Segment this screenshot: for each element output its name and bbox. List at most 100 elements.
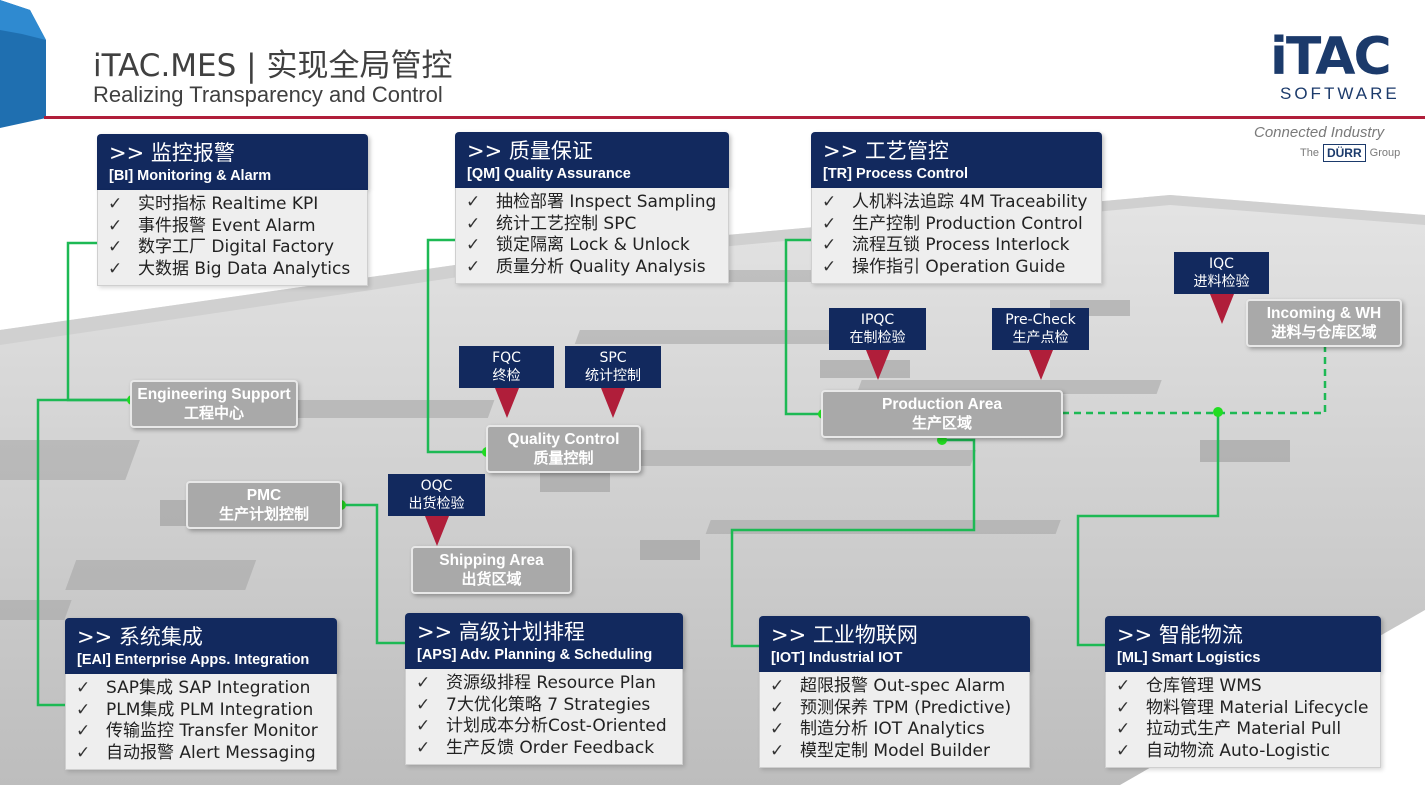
module-title: >> 智能物流 [1117, 623, 1243, 647]
feature-item: ✓抽检部署 Inspect Sampling [466, 192, 717, 212]
module-header: >> 工艺管控 [TR] Process Control [811, 132, 1102, 188]
feature-item: ✓实时指标 Realtime KPI [108, 194, 319, 214]
feature-item: ✓7大优化策略 7 Strategies [416, 694, 651, 715]
feature-item: ✓预测保养 TPM (Predictive) [770, 697, 1012, 718]
check-icon: ✓ [1116, 676, 1131, 696]
group-prefix: The [1300, 147, 1319, 159]
check-icon: ✓ [76, 699, 91, 720]
check-icon: ✓ [822, 235, 837, 255]
area-quality-control: Quality Control 质量控制 [486, 425, 641, 473]
check-icon: ✓ [416, 737, 431, 758]
module-advanced-planning: >> 高级计划排程 [APS] Adv. Planning & Scheduli… [405, 613, 683, 765]
area-incoming-warehouse: Incoming & WH 进料与仓库区域 [1246, 299, 1402, 347]
module-code: [BI] Monitoring & Alarm [109, 168, 272, 184]
check-icon: ✓ [1116, 697, 1131, 718]
check-icon: ✓ [1116, 740, 1131, 761]
area-production: Production Area 生产区域 [821, 390, 1063, 438]
check-icon: ✓ [76, 678, 91, 698]
module-feature-list: ✓抽检部署 Inspect Sampling ✓统计工艺控制 SPC ✓锁定隔离… [455, 188, 729, 284]
check-icon: ✓ [416, 716, 431, 736]
marker-pointer-icon [424, 516, 449, 546]
module-smart-logistics: >> 智能物流 [ML] Smart Logistics ✓仓库管理 WMS ✓… [1105, 616, 1381, 768]
module-header: >> 智能物流 [ML] Smart Logistics [1105, 616, 1381, 672]
area-label-en: PMC [246, 487, 282, 504]
module-quality-assurance: >> 质量保证 [QM] Quality Assurance ✓抽检部署 Ins… [455, 132, 729, 284]
feature-item: ✓计划成本分析Cost-Oriented [416, 716, 667, 736]
check-icon: ✓ [108, 258, 123, 279]
feature-item: ✓生产控制 Production Control [822, 213, 1083, 234]
area-label-en: Engineering Support [137, 386, 291, 403]
area-label-cn: 质量控制 [533, 449, 594, 467]
feature-item: ✓PLM集成 PLM Integration [76, 699, 314, 720]
module-code: [ML] Smart Logistics [1117, 650, 1261, 666]
logo-tagline: Connected Industry [1254, 124, 1385, 141]
module-title: >> 监控报警 [109, 141, 235, 165]
check-icon: ✓ [822, 192, 837, 212]
corner-accent [0, 0, 46, 128]
feature-item: ✓锁定隔离 Lock & Unlock [466, 235, 690, 255]
check-icon: ✓ [466, 235, 481, 255]
area-label-cn: 工程中心 [183, 404, 244, 422]
check-icon: ✓ [822, 213, 837, 234]
check-icon: ✓ [1116, 719, 1131, 739]
durr-logo: DÜRR [1322, 144, 1366, 162]
module-industrial-iot: >> 工业物联网 [IOT] Industrial IOT ✓超限报警 Out-… [759, 616, 1030, 768]
module-title: >> 工业物联网 [771, 623, 918, 647]
feature-item: ✓数字工厂 Digital Factory [108, 237, 335, 257]
check-icon: ✓ [416, 673, 431, 693]
feature-item: ✓自动物流 Auto-Logistic [1116, 740, 1331, 761]
module-enterprise-integration: >> 系统集成 [EAI] Enterprise Apps. Integrati… [65, 618, 337, 770]
module-title: >> 高级计划排程 [417, 620, 585, 644]
feature-item: ✓仓库管理 WMS [1116, 676, 1262, 696]
module-title: >> 工艺管控 [823, 139, 949, 163]
check-icon: ✓ [770, 676, 785, 696]
itac-logo: iTAC SOFTWARE [1270, 30, 1410, 104]
check-icon: ✓ [770, 719, 785, 739]
module-monitoring-alarm: >> 监控报警 [BI] Monitoring & Alarm ✓实时指标 Re… [97, 134, 368, 286]
feature-item: ✓事件报警 Event Alarm [108, 215, 316, 236]
area-label-cn: 进料与仓库区域 [1271, 323, 1377, 341]
check-icon: ✓ [466, 213, 481, 234]
module-header: >> 工业物联网 [IOT] Industrial IOT [759, 616, 1030, 672]
module-process-control: >> 工艺管控 [TR] Process Control ✓人机料法追踪 4M … [811, 132, 1102, 284]
module-code: [QM] Quality Assurance [467, 166, 631, 182]
feature-item: ✓传输监控 Transfer Monitor [76, 721, 318, 741]
feature-item: ✓统计工艺控制 SPC [466, 213, 637, 234]
module-header: >> 监控报警 [BI] Monitoring & Alarm [97, 134, 368, 190]
feature-item: ✓大数据 Big Data Analytics [108, 258, 351, 279]
feature-item: ✓制造分析 IOT Analytics [770, 719, 985, 739]
group-suffix: Group [1369, 147, 1401, 159]
feature-item: ✓资源级排程 Resource Plan [416, 673, 656, 693]
feature-item: ✓人机料法追踪 4M Traceability [822, 192, 1088, 212]
check-icon: ✓ [76, 721, 91, 741]
module-code: [TR] Process Control [823, 166, 969, 182]
feature-item: ✓SAP集成 SAP Integration [76, 678, 311, 698]
marker-pointer-icon [1209, 294, 1234, 324]
area-engineering-support: Engineering Support 工程中心 [130, 380, 298, 428]
check-icon: ✓ [822, 256, 837, 277]
module-header: >> 系统集成 [EAI] Enterprise Apps. Integrati… [65, 618, 337, 674]
area-label-cn: 生产计划控制 [218, 505, 309, 523]
module-header: >> 质量保证 [QM] Quality Assurance [455, 132, 729, 188]
check-icon: ✓ [416, 694, 431, 715]
module-feature-list: ✓资源级排程 Resource Plan ✓7大优化策略 7 Strategie… [405, 669, 683, 765]
page-title: iTAC.MES | 实现全局管控 [93, 48, 453, 84]
module-code: [APS] Adv. Planning & Scheduling [417, 647, 653, 663]
feature-item: ✓操作指引 Operation Guide [822, 256, 1066, 277]
marker-pointer-icon [865, 350, 890, 380]
marker-pointer-icon [1028, 350, 1053, 380]
module-title: >> 质量保证 [467, 139, 593, 163]
feature-item: ✓超限报警 Out-spec Alarm [770, 676, 1006, 696]
module-code: [IOT] Industrial IOT [771, 650, 903, 666]
area-shipping: Shipping Area 出货区域 [411, 546, 572, 594]
check-icon: ✓ [108, 237, 123, 257]
